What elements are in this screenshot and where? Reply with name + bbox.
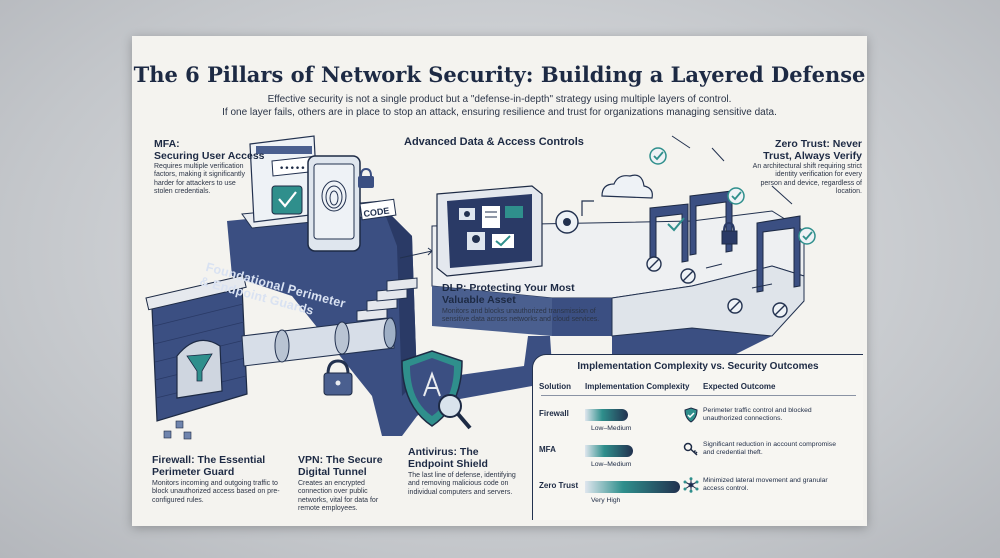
outcome-text: Significant reduction in account comprom…: [703, 441, 836, 457]
antivirus-title-line-1: Antivirus: The: [408, 446, 479, 458]
stairs: [356, 277, 418, 322]
key-icon: [683, 442, 698, 456]
small-cube-icons: [163, 420, 192, 440]
firewall-gate: [145, 274, 248, 422]
dlp-title-line-2: Valuable Asset: [442, 294, 516, 306]
complexity-label: Low–Medium: [591, 425, 632, 432]
svg-text:•••••: •••••: [279, 164, 306, 174]
comparison-table: Implementation Complexity vs. Security O…: [532, 354, 863, 520]
platform-wall: [227, 200, 805, 436]
complexity-bar: [585, 481, 680, 493]
firewall-title-line-2: Perimeter Guard: [152, 466, 235, 478]
vpn-title-line-1: VPN: The Secure: [298, 454, 383, 466]
mfa-title-line-2: Securing User Access: [154, 150, 265, 162]
check-badge-icons: [649, 147, 816, 245]
mfa-title-line-1: MFA:: [154, 138, 180, 150]
firewall-description: Monitors incoming and outgoing traffic t…: [152, 480, 280, 504]
column-header-complexity: Implementation Complexity: [585, 382, 690, 391]
complexity-label: Very High: [591, 497, 621, 504]
dlp-title-line-1: DLP: Protecting Your Most: [442, 282, 575, 294]
antivirus-title-line-2: Endpoint Shield: [408, 458, 488, 470]
antivirus-description: The last line of defense, identifying an…: [408, 472, 516, 496]
fingerprint-icon: [321, 180, 347, 212]
outcome-text: Minimized lateral movement and granular …: [703, 477, 828, 493]
header-divider: [541, 395, 856, 396]
complexity-bar: [585, 409, 628, 421]
funnel-icon: [186, 353, 213, 382]
vpn-tunnel-pipe: [241, 317, 397, 367]
complexity-label: Low–Medium: [591, 461, 632, 468]
zero-trust-title-line-2: Trust, Always Verify: [763, 150, 862, 162]
column-header-solution: Solution: [539, 382, 571, 391]
table-row-solution: MFA: [539, 445, 556, 454]
mfa-description: Requires multiple verification factors, …: [154, 163, 246, 196]
flow-arrows: [399, 135, 793, 289]
comparison-title: Implementation Complexity vs. Security O…: [577, 361, 819, 372]
zero-trust-title-line-1: Zero Trust: Never: [775, 138, 862, 150]
page-title: The 6 Pillars of Network Security: Build…: [133, 62, 866, 87]
code-tag-label: CODE: [363, 205, 390, 219]
advanced-section-label: Advanced Data & Access Controls: [404, 136, 584, 148]
code-tag-icon: CODE: [359, 198, 397, 221]
zero-trust-description: An architectural shift requiring strict …: [752, 163, 862, 196]
table-row-solution: Zero Trust: [539, 481, 579, 490]
firewall-title-line-1: Firewall: The Essential: [152, 454, 266, 466]
network-icon: [683, 477, 699, 493]
cloud-icon: [581, 174, 653, 216]
padlock-icon: [323, 359, 353, 396]
denied-icons: [646, 256, 788, 318]
dlp-description: Monitors and blocks unauthorized transmi…: [442, 308, 600, 324]
table-row-solution: Firewall: [539, 409, 569, 418]
dlp-vault: [436, 185, 579, 277]
shield-check-icon: [684, 407, 698, 423]
complexity-bar: [585, 445, 633, 457]
mfa-devices: •••••: [249, 135, 374, 252]
outcome-text: Perimeter traffic control and blocked un…: [703, 407, 812, 423]
layered-defense-illustration: ••••• CODE: [145, 135, 816, 440]
vpn-title-line-2: Digital Tunnel: [298, 466, 367, 478]
subtitle-line-1: Effective security is not a single produ…: [267, 94, 732, 105]
vpn-description: Creates an encrypted connection over pub…: [298, 480, 379, 513]
magnifier-icon: [438, 394, 472, 430]
column-header-outcome: Expected Outcome: [703, 382, 776, 391]
infographic-card: The 6 Pillars of Network Security: Build…: [132, 36, 867, 526]
subtitle-line-2: If one layer fails, others are in place …: [222, 107, 777, 118]
